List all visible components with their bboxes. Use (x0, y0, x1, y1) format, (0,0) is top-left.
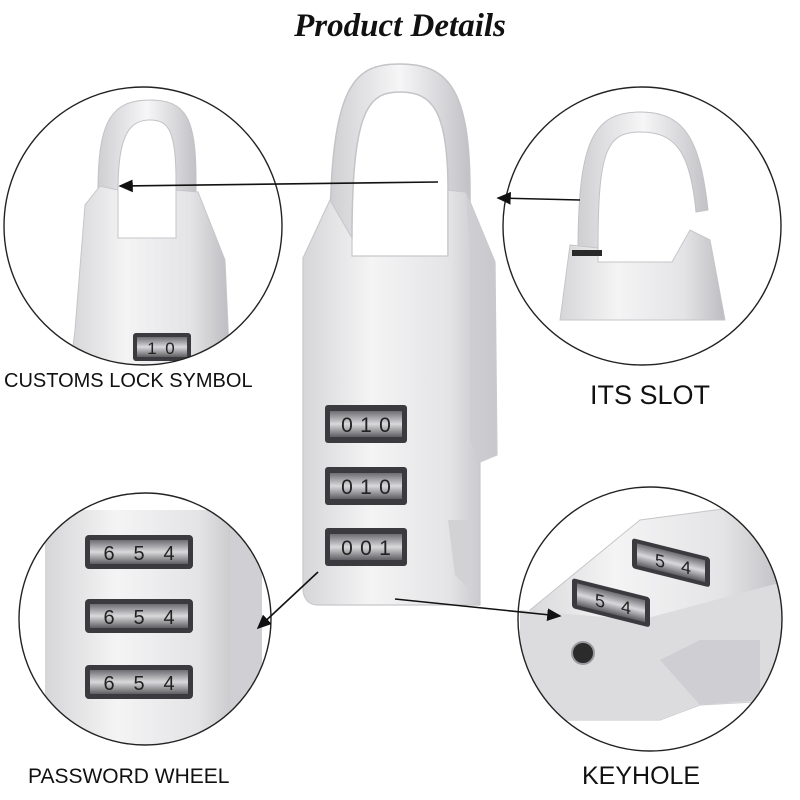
password-wheel-digit: 5 (133, 543, 144, 565)
slot-gap (572, 250, 602, 256)
customs-wheel-digit: 0 (165, 339, 174, 358)
main-wheel: 0 1 0 (325, 467, 407, 505)
keyhole-wheel-digit: 4 (681, 555, 691, 578)
main-wheel: 0 0 1 (325, 528, 407, 566)
password-wheel-digit: 6 (103, 543, 114, 565)
detail-circle-slot (502, 86, 782, 366)
label-password-wheel: PASSWORD WHEEL (28, 765, 230, 788)
customs-wheel-digit: 1 (147, 339, 156, 358)
password-wheel-digit: 5 (133, 607, 144, 629)
detail-circle-customs: 1 0 (3, 86, 283, 366)
detail-circle-password: 6 5 4 6 5 4 6 5 4 (18, 492, 272, 746)
keyhole-wheel: 5 4 (632, 538, 710, 587)
customs-wheel: 1 0 (133, 333, 191, 361)
label-customs-lock-symbol: CUSTOMS LOCK SYMBOL (4, 370, 253, 392)
main-shackle (329, 63, 471, 261)
keyhole-icon (571, 641, 595, 665)
arrow-customs (118, 179, 439, 193)
main-wheel-digit: 1 (379, 537, 391, 560)
password-wheel-digit: 6 (103, 607, 114, 629)
label-keyhole: KEYHOLE (582, 762, 701, 790)
main-wheel-digit: 0 (379, 476, 391, 499)
password-wheel-digit: 5 (133, 673, 144, 695)
arrow-keyhole (394, 598, 562, 622)
keyhole-wheel: 5 4 (572, 578, 650, 627)
arrow-slot (496, 191, 581, 205)
keyhole-wheel-digit: 5 (595, 589, 605, 612)
password-wheel: 6 5 4 (85, 665, 193, 699)
page-title: Product Details (294, 8, 506, 44)
keyhole-wheel-digit: 4 (621, 595, 631, 618)
main-wheel-digit: 0 (341, 476, 353, 499)
main-wheel-digit: 0 (379, 414, 391, 437)
main-wheel-digit: 1 (360, 414, 372, 437)
password-wheel: 6 5 4 (85, 599, 193, 633)
main-wheel-digit: 0 (360, 537, 372, 560)
main-wheel-digit: 0 (341, 414, 353, 437)
main-wheel-digit: 0 (341, 537, 353, 560)
main-wheel-digit: 1 (360, 476, 372, 499)
slot-shackle (577, 111, 709, 251)
main-lock: 0 1 0 0 1 0 0 0 1 (302, 63, 498, 606)
customs-shackle (97, 99, 197, 241)
password-wheel-digit: 6 (103, 673, 114, 695)
password-wheel-digit: 4 (163, 543, 174, 565)
password-wheel-digit: 4 (163, 673, 174, 695)
password-wheel: 6 5 4 (85, 535, 193, 569)
main-body-notch (448, 520, 470, 590)
customs-body (69, 185, 231, 365)
main-body-side (466, 192, 497, 462)
main-wheel: 0 1 0 (325, 405, 407, 443)
callout-arrows (118, 179, 581, 630)
keyhole-wheel-digit: 5 (655, 549, 665, 572)
detail-circle-keyhole: 5 4 5 4 (517, 486, 783, 752)
password-wheel-digit: 4 (163, 607, 174, 629)
label-its-slot: ITS SLOT (590, 380, 711, 410)
arrow-password (256, 571, 319, 630)
